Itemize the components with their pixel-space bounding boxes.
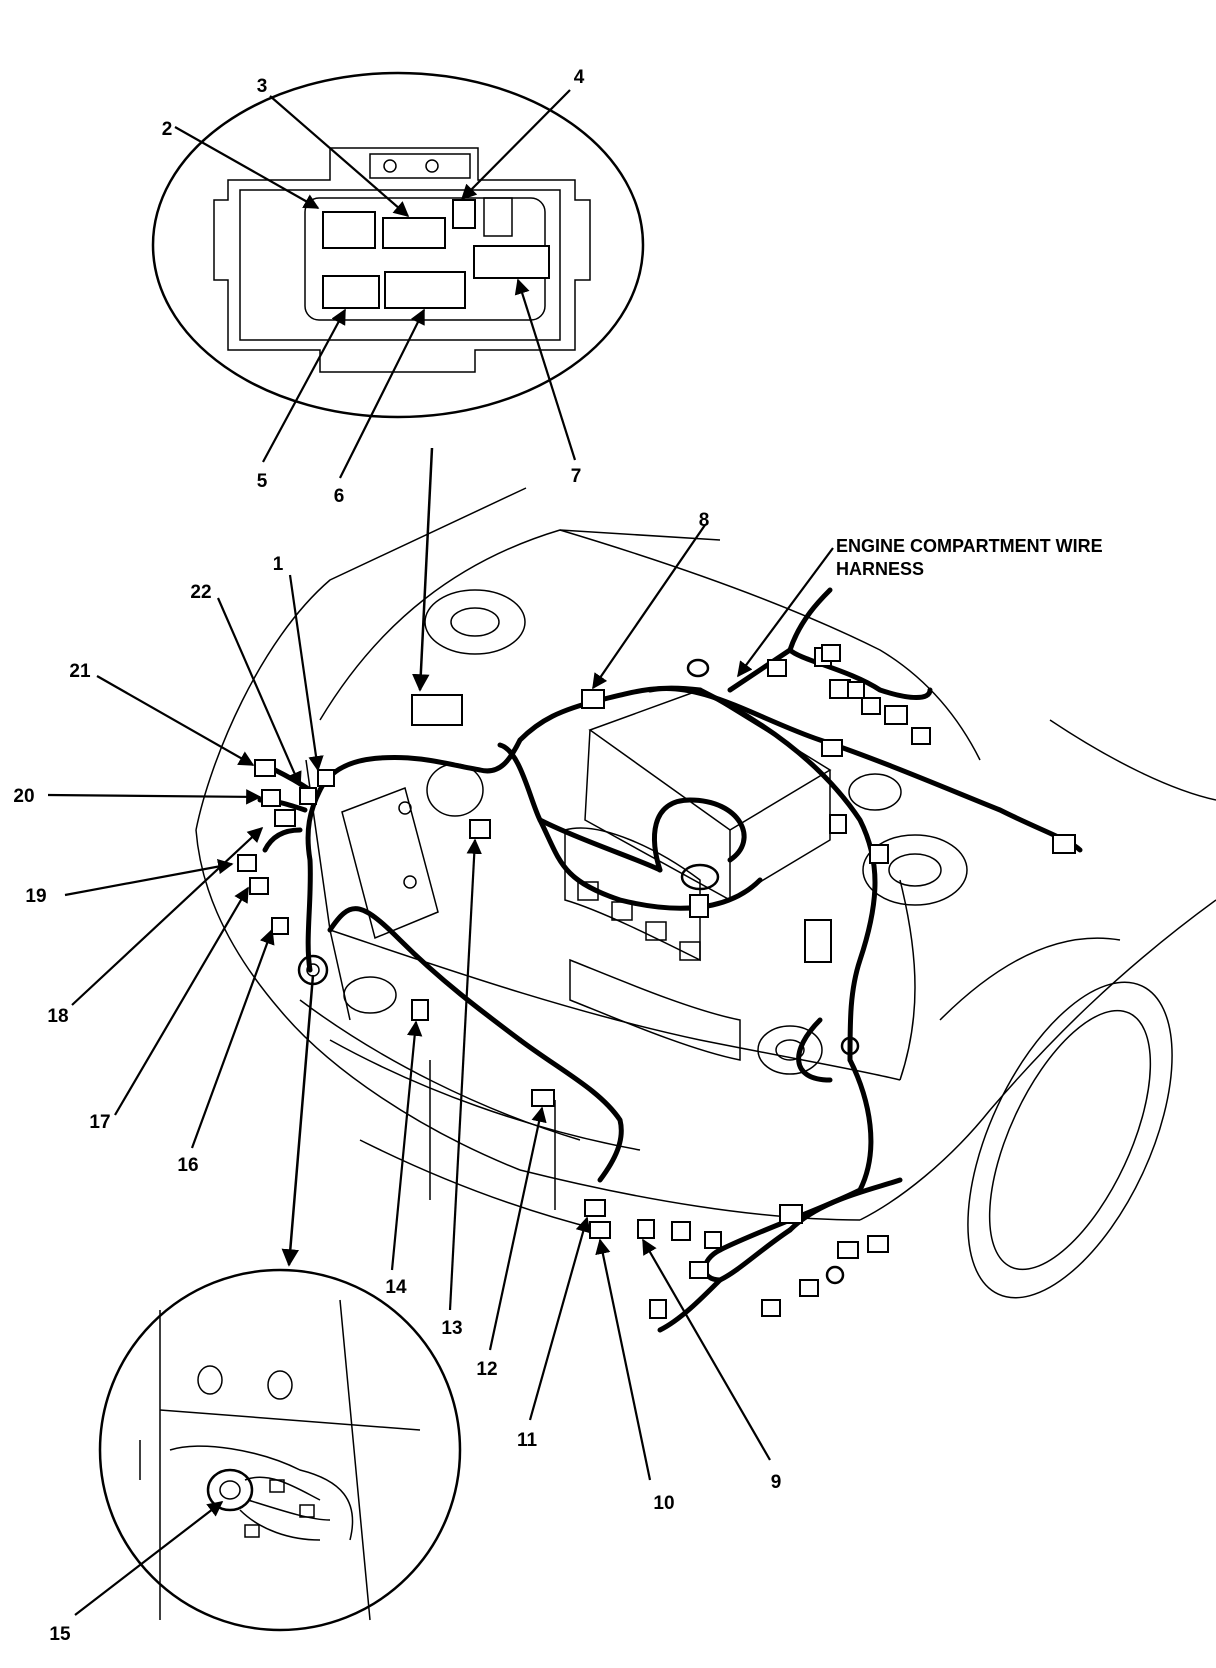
callout-2: 2 (162, 119, 173, 140)
callout-9: 9 (771, 1472, 782, 1493)
callout-20: 20 (13, 786, 34, 807)
wire-harness (257, 587, 1083, 1333)
callout-1: 1 (273, 554, 284, 575)
harness-label-line2: HARNESS (836, 559, 924, 579)
leader-lines (47, 89, 834, 1616)
harness-connectors (237, 644, 1076, 1319)
callout-15: 15 (49, 1624, 71, 1645)
callout-12: 12 (476, 1359, 497, 1380)
callout-11: 11 (517, 1430, 538, 1451)
callout-16: 16 (177, 1155, 198, 1176)
relay-box-on-car (411, 694, 463, 726)
ground-detail-inset (98, 1268, 462, 1632)
callout-18: 18 (47, 1006, 68, 1027)
callout-7: 7 (571, 466, 582, 487)
callout-labels: 1 2 3 4 5 6 7 8 9 10 11 12 13 14 15 16 1… (13, 67, 1102, 1645)
callout-21: 21 (69, 661, 91, 682)
relay-box-inset (151, 71, 645, 419)
callout-8: 8 (699, 510, 710, 531)
callout-6: 6 (334, 486, 345, 507)
callout-5: 5 (257, 471, 268, 492)
callout-3: 3 (257, 76, 268, 97)
callout-14: 14 (385, 1277, 407, 1298)
callout-4: 4 (574, 67, 585, 88)
harness-label-line1: ENGINE COMPARTMENT WIRE (836, 536, 1103, 556)
callout-19: 19 (25, 886, 46, 907)
callout-17: 17 (89, 1112, 110, 1133)
callout-22: 22 (190, 582, 211, 603)
callout-13: 13 (441, 1318, 462, 1339)
callout-10: 10 (653, 1493, 674, 1514)
